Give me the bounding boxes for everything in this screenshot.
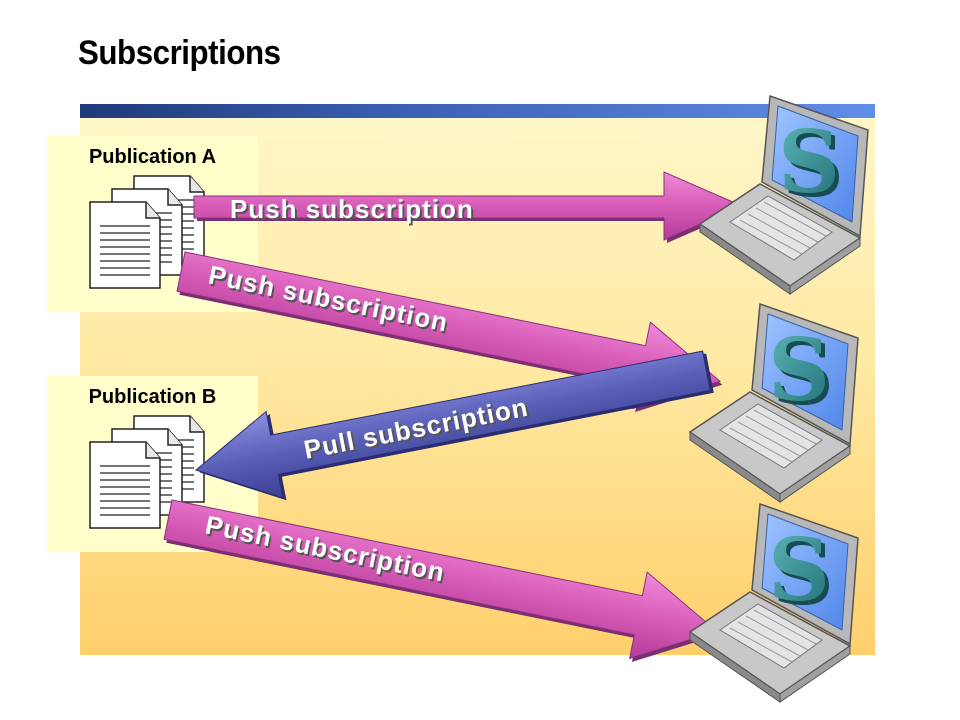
title-underline-bar xyxy=(80,104,875,118)
push-subscription-arrow-1: Push subscription Push subscription xyxy=(193,171,745,243)
push-subscription-arrow-2: Push subscription Push subscription xyxy=(176,251,723,412)
push-subscription-label-1: Push subscription xyxy=(230,194,474,224)
push-subscription-arrow-3: Push subscription Push subscription xyxy=(163,499,720,662)
publication-b-label: Publication B xyxy=(88,386,217,408)
publication-a-label: Publication A xyxy=(88,146,217,168)
slide-title: Subscriptions xyxy=(78,34,281,72)
subscriber-2-laptop-icon xyxy=(689,303,859,503)
push-subscription-label-shadow-1: Push subscription xyxy=(232,196,476,226)
subscriber-1-laptop-icon xyxy=(699,95,869,295)
subscriber-3-laptop-icon xyxy=(689,503,859,703)
